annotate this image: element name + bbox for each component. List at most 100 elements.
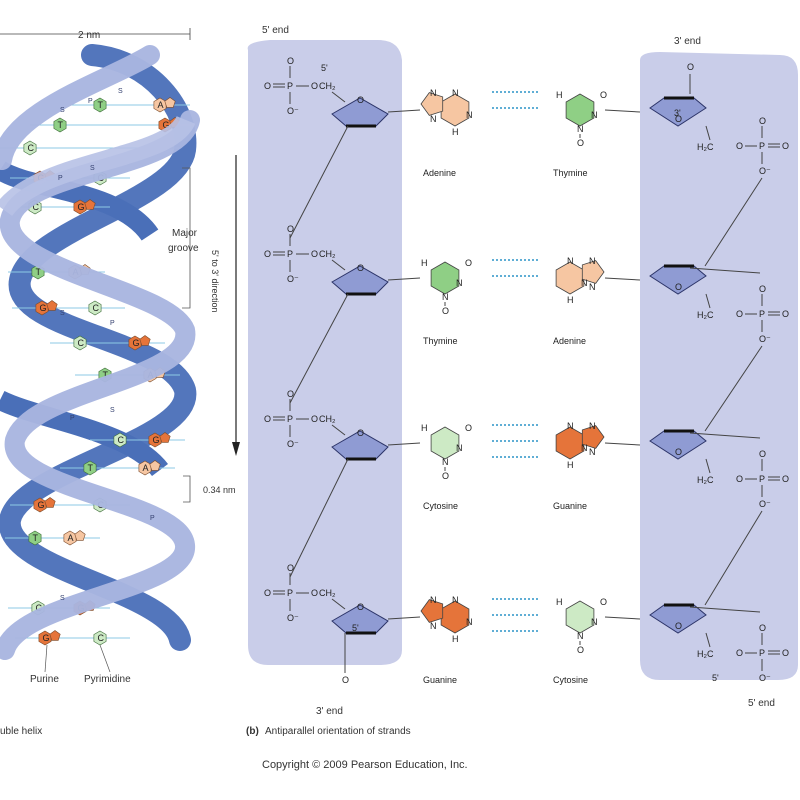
strand-letter-s: S: [60, 107, 65, 114]
phosphate-p: P: [759, 474, 765, 484]
base-n: N: [430, 595, 437, 605]
deoxyribose-sugar: [649, 97, 707, 127]
backbone-bond: [704, 345, 763, 432]
backbone-bond: [689, 267, 761, 274]
glycosidic-bond: [387, 442, 421, 446]
right-backbone-panel: [640, 52, 798, 680]
helix-base-letter: A: [68, 533, 74, 543]
ch2-group: H₂C: [697, 310, 714, 320]
helix-base-letter: C: [78, 338, 85, 348]
base-name-right: Thymine: [553, 168, 588, 178]
antiparallel-strands: 5' to 3' direction 5' end 3' end 3' end …: [210, 25, 798, 737]
phosphate-o-ester: O: [311, 81, 318, 91]
sugar-ring-o: O: [357, 428, 364, 438]
base-n: N: [456, 443, 463, 453]
helix-width-label: 2 nm: [78, 30, 100, 41]
ch2-group: H₂C: [697, 475, 714, 485]
helix-pyrimidine-hex: [93, 97, 107, 113]
backbone-bond: [289, 125, 349, 239]
base-n: N: [581, 443, 588, 453]
phosphate-o-bottom: O⁻: [759, 499, 771, 509]
base-n: N: [589, 282, 596, 292]
pyrimidine-ring: [565, 600, 595, 634]
phosphate-p: P: [759, 141, 765, 151]
helix-base-letter: A: [143, 463, 149, 473]
helix-base-letter: G: [163, 120, 170, 130]
phosphate-p: P: [287, 588, 293, 598]
helix-pyrimidine-hex: [53, 117, 67, 133]
base-n: N: [567, 421, 574, 431]
purine-six-ring: [440, 600, 470, 634]
base-o: O: [577, 138, 584, 148]
bond: [331, 598, 346, 610]
left-strand-top-end: 5' end: [262, 25, 289, 36]
strand-letter-s: S: [118, 88, 123, 95]
helix-purine-pent: [46, 300, 58, 311]
bond: [705, 458, 711, 474]
strands-caption-bold: (b): [246, 726, 259, 737]
helix-base-letter: C: [28, 143, 35, 153]
base-n: N: [466, 617, 473, 627]
base-o: O: [465, 258, 472, 268]
base-n: N: [456, 278, 463, 288]
rise-bracket: 0.34 nm: [183, 475, 236, 503]
pyrimidine-ring: [430, 261, 460, 295]
ch2-group: CH₂: [319, 249, 336, 259]
base-h: H: [556, 597, 563, 607]
ch2-group: CH₂: [319, 588, 336, 598]
helix-purine-pent: [49, 630, 61, 641]
base-n: N: [430, 114, 437, 124]
backbone-bond: [289, 458, 349, 578]
base-n: N: [577, 124, 584, 134]
glycosidic-bond: [604, 109, 641, 113]
phosphate-o-top: O: [759, 116, 766, 126]
helix-pyrimidine-hex: [73, 335, 87, 351]
phosphate-o-top: O: [287, 563, 294, 573]
base-h: H: [567, 295, 574, 305]
base-name-right: Guanine: [553, 501, 587, 511]
helix-base-letter: A: [158, 100, 164, 110]
strands-caption: (b) Antiparallel orientation of strands: [246, 726, 411, 737]
helix-base-letter: G: [78, 202, 85, 212]
helix-base-letter: T: [58, 120, 64, 130]
phosphate-p: P: [759, 648, 765, 658]
strand-letter-p: P: [110, 320, 115, 327]
base-n: N: [452, 595, 459, 605]
helix-caption: uble helix: [0, 726, 42, 737]
base-h: H: [421, 258, 428, 268]
strand-letter-p: P: [88, 98, 93, 105]
phosphate-o-double: O: [782, 648, 789, 658]
base-n: N: [589, 447, 596, 457]
glycosidic-bond: [387, 616, 421, 620]
helix-strand-back: [0, 44, 197, 651]
deoxyribose-sugar: [331, 97, 389, 127]
major-groove-bracket: Major groove: [168, 167, 199, 309]
base-h: H: [567, 460, 574, 470]
helix-base-letter: G: [133, 338, 140, 348]
base-n: N: [466, 110, 473, 120]
base-name-left: Cytosine: [423, 501, 458, 511]
strand-letters: S P S P S S P P S P S: [58, 88, 155, 602]
bond: [705, 293, 711, 309]
phosphate-o-top: O: [287, 56, 294, 66]
base-name-left: Thymine: [423, 336, 458, 346]
phosphate-o-ester: O: [311, 588, 318, 598]
phosphate-o-ester: O: [736, 309, 743, 319]
ch2-group: CH₂: [319, 81, 336, 91]
glycosidic-bond: [604, 277, 641, 281]
phosphate-o-double: O: [782, 309, 789, 319]
sugar-ring-o: O: [357, 602, 364, 612]
phosphate-o-bottom: O⁻: [759, 334, 771, 344]
helix-purine-pent: [139, 335, 151, 346]
helix-pyrimidine-hex: [83, 460, 97, 476]
base-n: N: [577, 631, 584, 641]
bond: [331, 259, 346, 271]
helix-purine-pent: [74, 530, 86, 541]
strand-letter-s: S: [90, 165, 95, 172]
base-n: N: [452, 88, 459, 98]
bond: [705, 125, 711, 141]
